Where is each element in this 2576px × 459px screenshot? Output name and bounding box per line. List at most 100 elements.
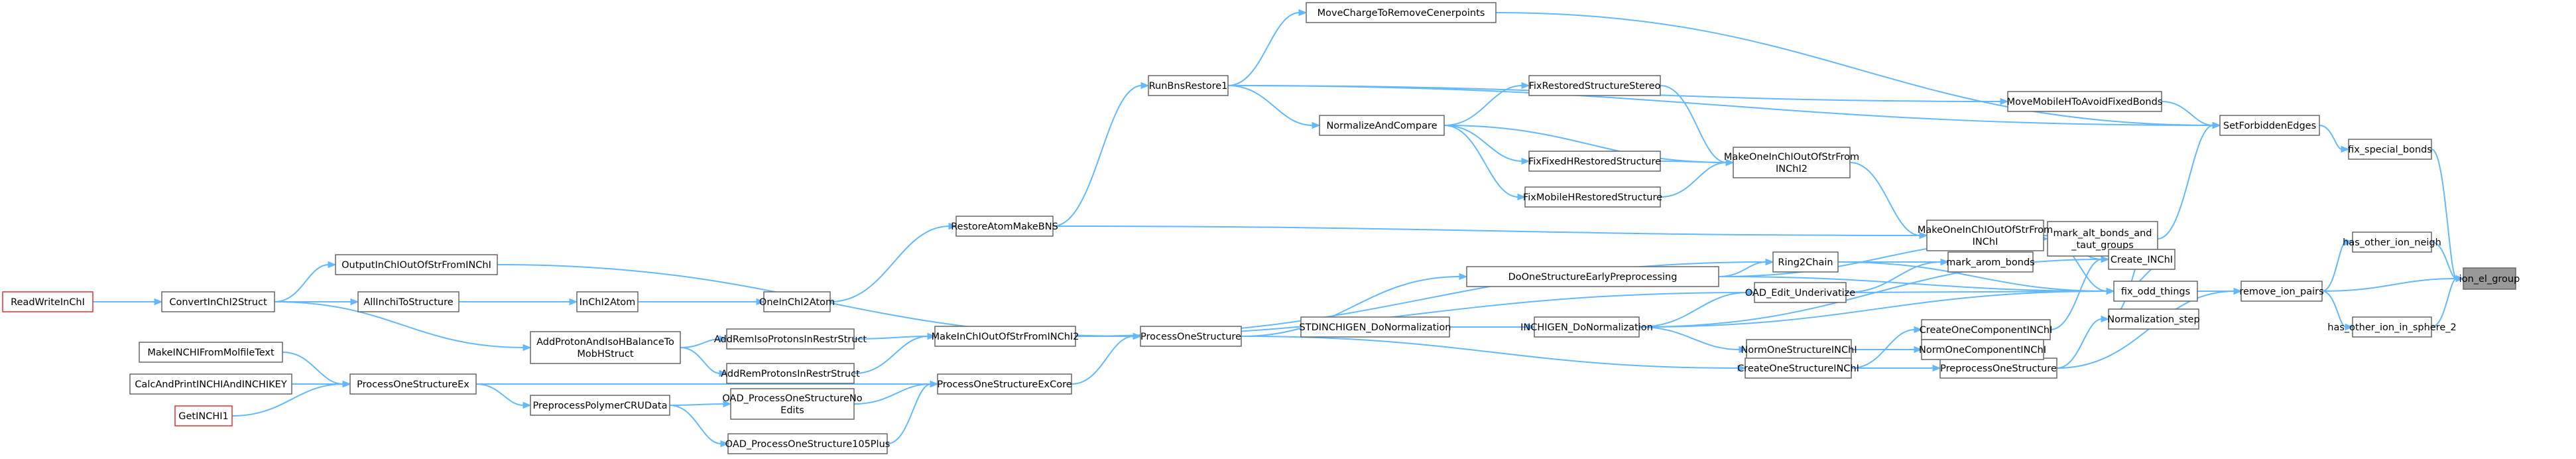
edge-arrowhead [719,369,728,377]
edge-arrowhead [350,298,359,306]
call-edge [1052,85,1142,227]
edge-arrowhead [342,380,351,388]
edge-arrowhead [1725,159,1735,166]
graph-node-preprocessonestructure[interactable]: PreprocessOneStructure [1939,358,2057,379]
edge-arrowhead [1298,9,1308,17]
graph-node-inchigen-donormalization[interactable]: INCHIGEN_DoNormalization [1520,316,1653,338]
edge-arrowhead [2000,98,2009,105]
call-edge [829,226,950,302]
graph-node-makeinchioutofstrfrominchi2[interactable]: MakeInChIOutOfStrFromINChI2 [932,326,1079,347]
call-edge [274,301,524,348]
edge-arrowhead [1140,82,1150,90]
graph-node-runbnsrestore1[interactable]: RunBnsRestore1 [1148,75,1229,96]
node-label: remove_ion_pairs [2239,287,2323,297]
node-box [1140,326,1242,347]
graph-node-processonestructure[interactable]: ProcessOneStructure [1140,326,1242,347]
edge-arrowhead [1737,364,1747,372]
node-box [1528,75,1661,96]
graph-node-preprocesspolymercrudata[interactable]: PreprocessPolymerCRUData [530,395,670,416]
graph-node-fixmobilehrestoredstructure[interactable]: FixMobileHRestoredStructure [1523,186,1662,208]
graph-node-setforbiddenedges[interactable]: SetForbiddenEdges [2219,115,2320,136]
call-edge [1227,85,2214,126]
graph-node-addremprotonsinrestrstruct[interactable]: AddRemProtonsInRestrStruct [721,363,860,384]
node-box [1466,266,1719,287]
graph-node-mark-alt-bonds-and-taut-groups[interactable]: mark_alt_bonds_and_taut_groups [2047,221,2158,257]
graph-node-fix-special-bonds[interactable]: fix_special_bonds [2348,139,2432,160]
graph-node-normonecomponentinchi[interactable]: NormOneComponentINChI [1919,339,2046,360]
graph-node-getinchi1[interactable]: GetINCHI1 [174,405,233,426]
call-edge [1845,291,2108,293]
graph-node-allinchitostructure[interactable]: AllInchiToStructure [357,291,460,312]
graph-node-restoreatommakebns[interactable]: RestoreAtomMakeBNS [951,216,1058,237]
node-box [335,254,498,275]
graph-node-fix-odd-things[interactable]: fix_odd_things [2113,281,2198,302]
node-label: INCHIGEN_DoNormalization [1520,322,1653,333]
node-box [1300,316,1450,338]
call-edge [2056,318,2103,369]
graph-node-addremisoprotonsinrestrstruct[interactable]: AddRemIsoProtonsInRestrStruct [714,328,867,350]
graph-node-readwriteinchi[interactable]: ReadWriteInChI [2,291,93,312]
edge-arrowhead [2345,323,2354,331]
graph-node-ring2chain[interactable]: Ring2Chain [1772,251,1839,273]
call-edge [231,383,344,417]
graph-node-processonestructureexcore[interactable]: ProcessOneStructureExCore [937,373,1072,395]
graph-node-has-other-ion-in-sphere-2[interactable]: has_other_ion_in_sphere_2 [2327,316,2457,338]
call-edge [1071,336,1135,385]
graph-node-oneinchi2atom[interactable]: OneInChI2Atom [759,291,835,312]
node-label: NormalizeAndCompare [1326,121,1437,131]
call-edge [2319,125,2343,150]
call-edge [1495,12,2214,126]
graph-node-normalization-step[interactable]: Normalization_step [2107,308,2200,330]
graph-node-stdinchigen-donormalization[interactable]: STDINCHIGEN_DoNormalization [1300,316,1451,338]
graph-node-oad-edit-underivatize[interactable]: OAD_Edit_Underivatize [1745,282,1856,303]
call-edge [1845,261,1942,293]
node-label: STDINCHIGEN_DoNormalization [1300,322,1451,333]
node-box [576,291,639,312]
node-label: AddProtonAndIsoHBalanceTo [536,337,674,348]
graph-node-has-other-ion-neigh[interactable]: has_other_ion_neigh [2343,231,2441,253]
graph-node-createonestructureinchi[interactable]: CreateOneStructureINChI [1737,358,1859,379]
graph-node-fixrestoredstructurestereo[interactable]: FixRestoredStructureStereo [1528,75,1661,96]
graph-node-remove-ion-pairs[interactable]: remove_ion_pairs [2239,281,2324,302]
graph-node-movemobilehtoavoidfixedbonds[interactable]: MoveMobileHToAvoidFixedBonds [2007,91,2163,112]
graph-node-makeinchifrommolfiletext[interactable]: MakeINCHIFromMolfileText [139,342,283,363]
graph-node-oad-processonestructure105plus[interactable]: OAD_ProcessOneStructure105Plus [725,433,890,454]
graph-node-createonecomponentinchi[interactable]: CreateOneComponentINChI [1920,319,2053,340]
graph-node-mark-arom-bonds[interactable]: mark_arom_bonds [1946,251,2035,273]
node-box [1947,251,2034,273]
call-edge [1443,85,1523,126]
edge-arrowhead [719,335,728,343]
graph-node-inchi2atom[interactable]: InChI2Atom [576,291,639,312]
graph-node-normalizeandcompare[interactable]: NormalizeAndCompare [1319,115,1445,136]
node-label: MoveChargeToRemoveCenerpoints [1318,8,1485,19]
graph-node-fixfixedhrestoredstructure[interactable]: FixFixedHRestoredStructure [1528,151,1661,172]
call-edge [2321,278,2457,292]
edge-arrowhead [1914,326,1923,334]
node-label: Normalization_step [2107,314,2199,325]
graph-node-ion-el-group[interactable]: ion_el_group [2459,267,2520,290]
function-nodes: ion_el_group fix_special_bonds has_other_i… [2,2,2520,454]
call-edge [2431,241,2457,279]
graph-node-convertinchi2struct[interactable]: ConvertInChI2Struct [161,291,275,312]
node-box [1733,147,1851,178]
node-box [1524,186,1661,208]
graph-node-movechargetoremovecenerpoints[interactable]: MoveChargeToRemoveCenerpoints [1306,2,1497,23]
call-edge [2321,241,2347,292]
node-label: FixFixedHRestoredStructure [1528,157,1661,167]
call-edge [1660,162,1727,198]
graph-node-normonestructureinchi[interactable]: NormOneStructureINChI [1741,339,1857,360]
node-box [2113,281,2198,302]
node-label: PreprocessPolymerCRUData [533,401,668,411]
graph-node-processonestructureex[interactable]: ProcessOneStructureEx [349,373,477,395]
graph-node-doonestructureearlypreprocessing[interactable]: DoOneStructureEarlyPreprocessing [1466,266,1719,287]
node-label: ProcessOneStructure [1140,332,1241,342]
edge-arrowhead [2341,145,2350,153]
edge-arrowhead [2212,121,2221,129]
graph-node-outputinchioutofstrfrominchi[interactable]: OutputInChIOutOfStrFromINChI [335,254,498,275]
graph-node-create-inchi[interactable]: Create_INChI [2108,249,2176,270]
graph-node-calcandprintinchiandinchikey[interactable]: CalcAndPrintINCHIAndINCHIKEY [129,373,292,395]
